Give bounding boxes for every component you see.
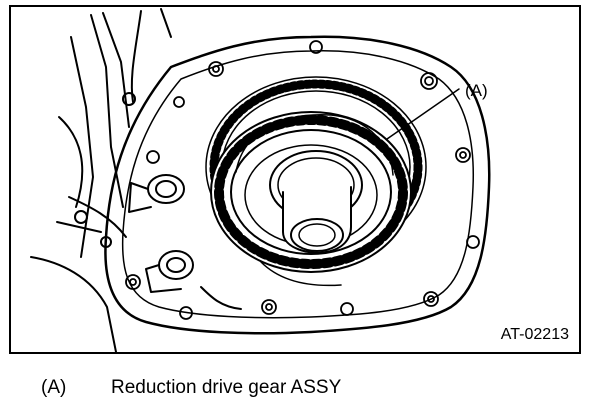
legend-key: (A) xyxy=(41,377,67,398)
technical-illustration: (A) AT-02213 xyxy=(9,5,581,354)
figure-id: AT-02213 xyxy=(500,326,569,343)
callout-label-a: (A) xyxy=(465,81,488,100)
transmission-case-drawing xyxy=(30,8,491,352)
legend-label: Reduction drive gear ASSY xyxy=(111,377,342,398)
legend: (A) Reduction drive gear ASSY xyxy=(41,377,341,399)
